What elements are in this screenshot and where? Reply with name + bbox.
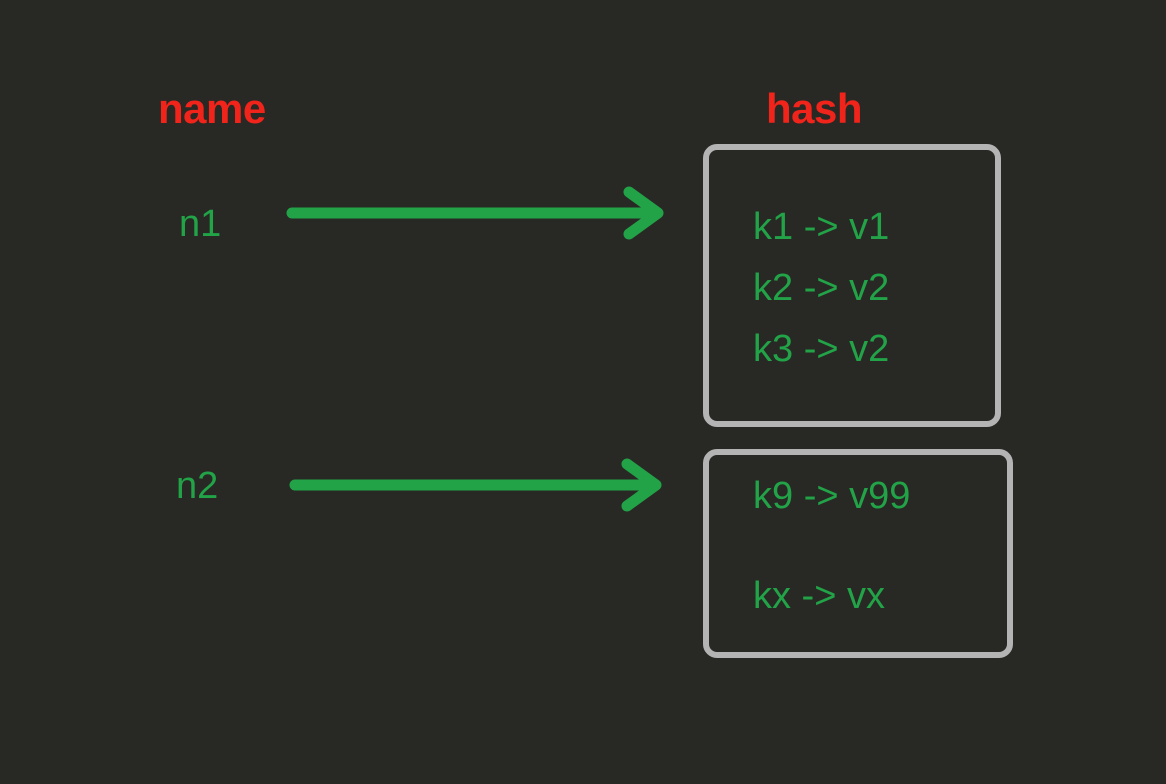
row-label-n2: n2 [176,465,219,507]
hash-entry: k2 -> v2 [753,267,890,309]
row-label-n1: n1 [179,203,222,245]
arrow-right-icon-n1 [286,186,664,240]
hash-entry: k1 -> v1 [753,206,890,248]
hash-entry: k9 -> v99 [753,475,911,517]
hash-box-n1: k1 -> v1 k2 -> v2 k3 -> v2 [703,144,1001,427]
column-heading-hash: hash [766,85,863,132]
hash-entry-list-n1: k1 -> v1 k2 -> v2 k3 -> v2 [709,208,995,368]
arrow-right-icon-n2 [289,458,662,512]
hash-entry: kx -> vx [753,575,885,617]
hash-entry-list-n2: k9 -> v99 kx -> vx [709,477,1007,615]
hash-box-n2: k9 -> v99 kx -> vx [703,449,1013,658]
column-heading-name: name [158,85,266,132]
hash-entry: k3 -> v2 [753,328,890,370]
